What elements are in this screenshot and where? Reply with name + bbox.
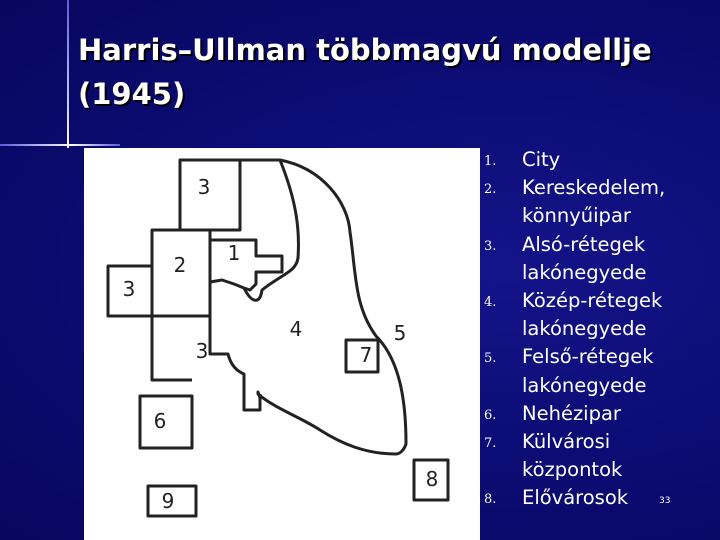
zone-label: 3 <box>198 175 211 199</box>
legend-number: 7. <box>484 436 497 452</box>
zone-outer-boundary <box>150 158 408 456</box>
zone-label: 5 <box>394 321 407 345</box>
legend-item: 2. Kereskedelem, könnyűipar <box>484 174 694 230</box>
legend-item: 3. Alsó-rétegek lakónegyede <box>484 231 694 287</box>
zone-8 <box>412 458 450 502</box>
legend-item: 5. Felső-rétegek lakónegyede <box>484 343 694 399</box>
legend-number: 5. <box>484 351 497 367</box>
legend-item: 1. City <box>484 146 694 174</box>
zone-label: 6 <box>154 409 167 433</box>
legend-number: 8. <box>484 492 497 508</box>
zone-label: 7 <box>360 343 373 367</box>
legend-text: Külvárosi központok <box>522 430 623 482</box>
zone-6 <box>138 394 194 450</box>
zone-label: 9 <box>162 489 175 513</box>
zone-label: 1 <box>228 241 241 265</box>
legend-text: Alsó-rétegek lakónegyede <box>522 232 647 284</box>
legend-text: Nehézipar <box>522 401 621 425</box>
zone-label: 2 <box>174 253 187 277</box>
zone-7 <box>344 338 380 374</box>
legend-text: Felső-rétegek lakónegyede <box>522 345 654 397</box>
zone-label: 4 <box>290 317 303 341</box>
page-number: 33 <box>659 496 671 506</box>
legend-number: 4. <box>484 295 497 311</box>
legend-item: 7. Külvárosi központok <box>484 428 694 484</box>
zone-label: 8 <box>426 467 439 491</box>
zone-label: 3 <box>196 339 209 363</box>
multiple-nuclei-diagram: 3 2 1 3 3 4 5 7 6 8 9 <box>84 148 480 540</box>
legend-number: 6. <box>484 407 497 423</box>
legend-text: Elővárosok <box>522 486 629 510</box>
legend-list: 1. City 2. Kereskedelem, könnyűipar 3. Alsó… <box>484 146 694 513</box>
decorative-horizontal-line <box>0 144 120 146</box>
zone-label: 3 <box>123 277 136 301</box>
legend-item: 8. Elővárosok <box>484 484 694 512</box>
legend-item: 4. Közép-rétegek lakónegyede <box>484 287 694 343</box>
legend-text: City <box>522 148 561 171</box>
zone-4-boundary <box>242 159 300 302</box>
zone-1 <box>209 238 284 292</box>
legend-number: 3. <box>484 238 497 254</box>
legend-item: 6. Nehézipar <box>484 400 694 428</box>
legend-text: Közép-rétegek lakónegyede <box>522 289 663 341</box>
zone-3-left <box>106 264 154 318</box>
legend-text: Kereskedelem, könnyűipar <box>522 176 666 228</box>
legend-number: 2. <box>484 182 497 198</box>
zone-9 <box>146 484 198 518</box>
diagram-svg: 3 2 1 3 3 4 5 7 6 8 9 <box>106 158 450 518</box>
slide-title: Harris–Ullman többmagvú modellje (1945) <box>78 33 652 111</box>
decorative-vertical-line <box>67 0 69 148</box>
legend-number: 1. <box>484 154 497 169</box>
